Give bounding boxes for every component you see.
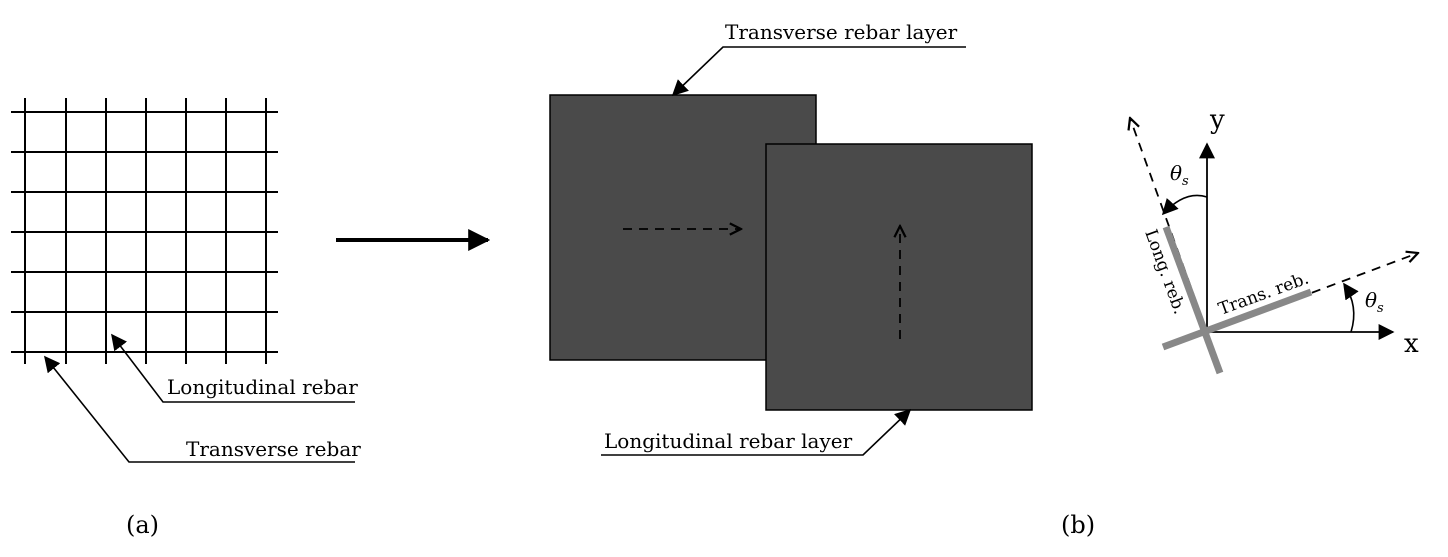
theta-label-y: θs [1170,161,1189,189]
transverse-rebar-label: Transverse rebar [186,437,361,461]
x-axis-label: x [1404,329,1419,359]
longitudinal-rebar-label: Longitudinal rebar [167,375,358,399]
longitudinal-rebar-leader [111,333,355,403]
theta-label-x: θs [1365,288,1384,316]
transverse-layer-leader [671,46,966,97]
transverse-layer-label: Transverse rebar layer [725,20,958,44]
longitudinal-rebar-layer [765,143,1033,411]
y-axis-label: y [1209,105,1225,135]
caption-a: (a) [126,511,159,539]
theta-arc-x [1343,282,1359,333]
rebar-grid [11,98,278,364]
longitudinal-layer-label: Longitudinal rebar layer [604,429,853,453]
transverse-rebar-leader [44,355,355,463]
theta-arc-y [1161,194,1208,216]
transverse-rebar-bar [1161,288,1313,351]
longitudinal-rebar-bar [1162,225,1224,375]
caption-b: (b) [1061,511,1095,539]
longitudinal-layer-leader [601,408,912,456]
